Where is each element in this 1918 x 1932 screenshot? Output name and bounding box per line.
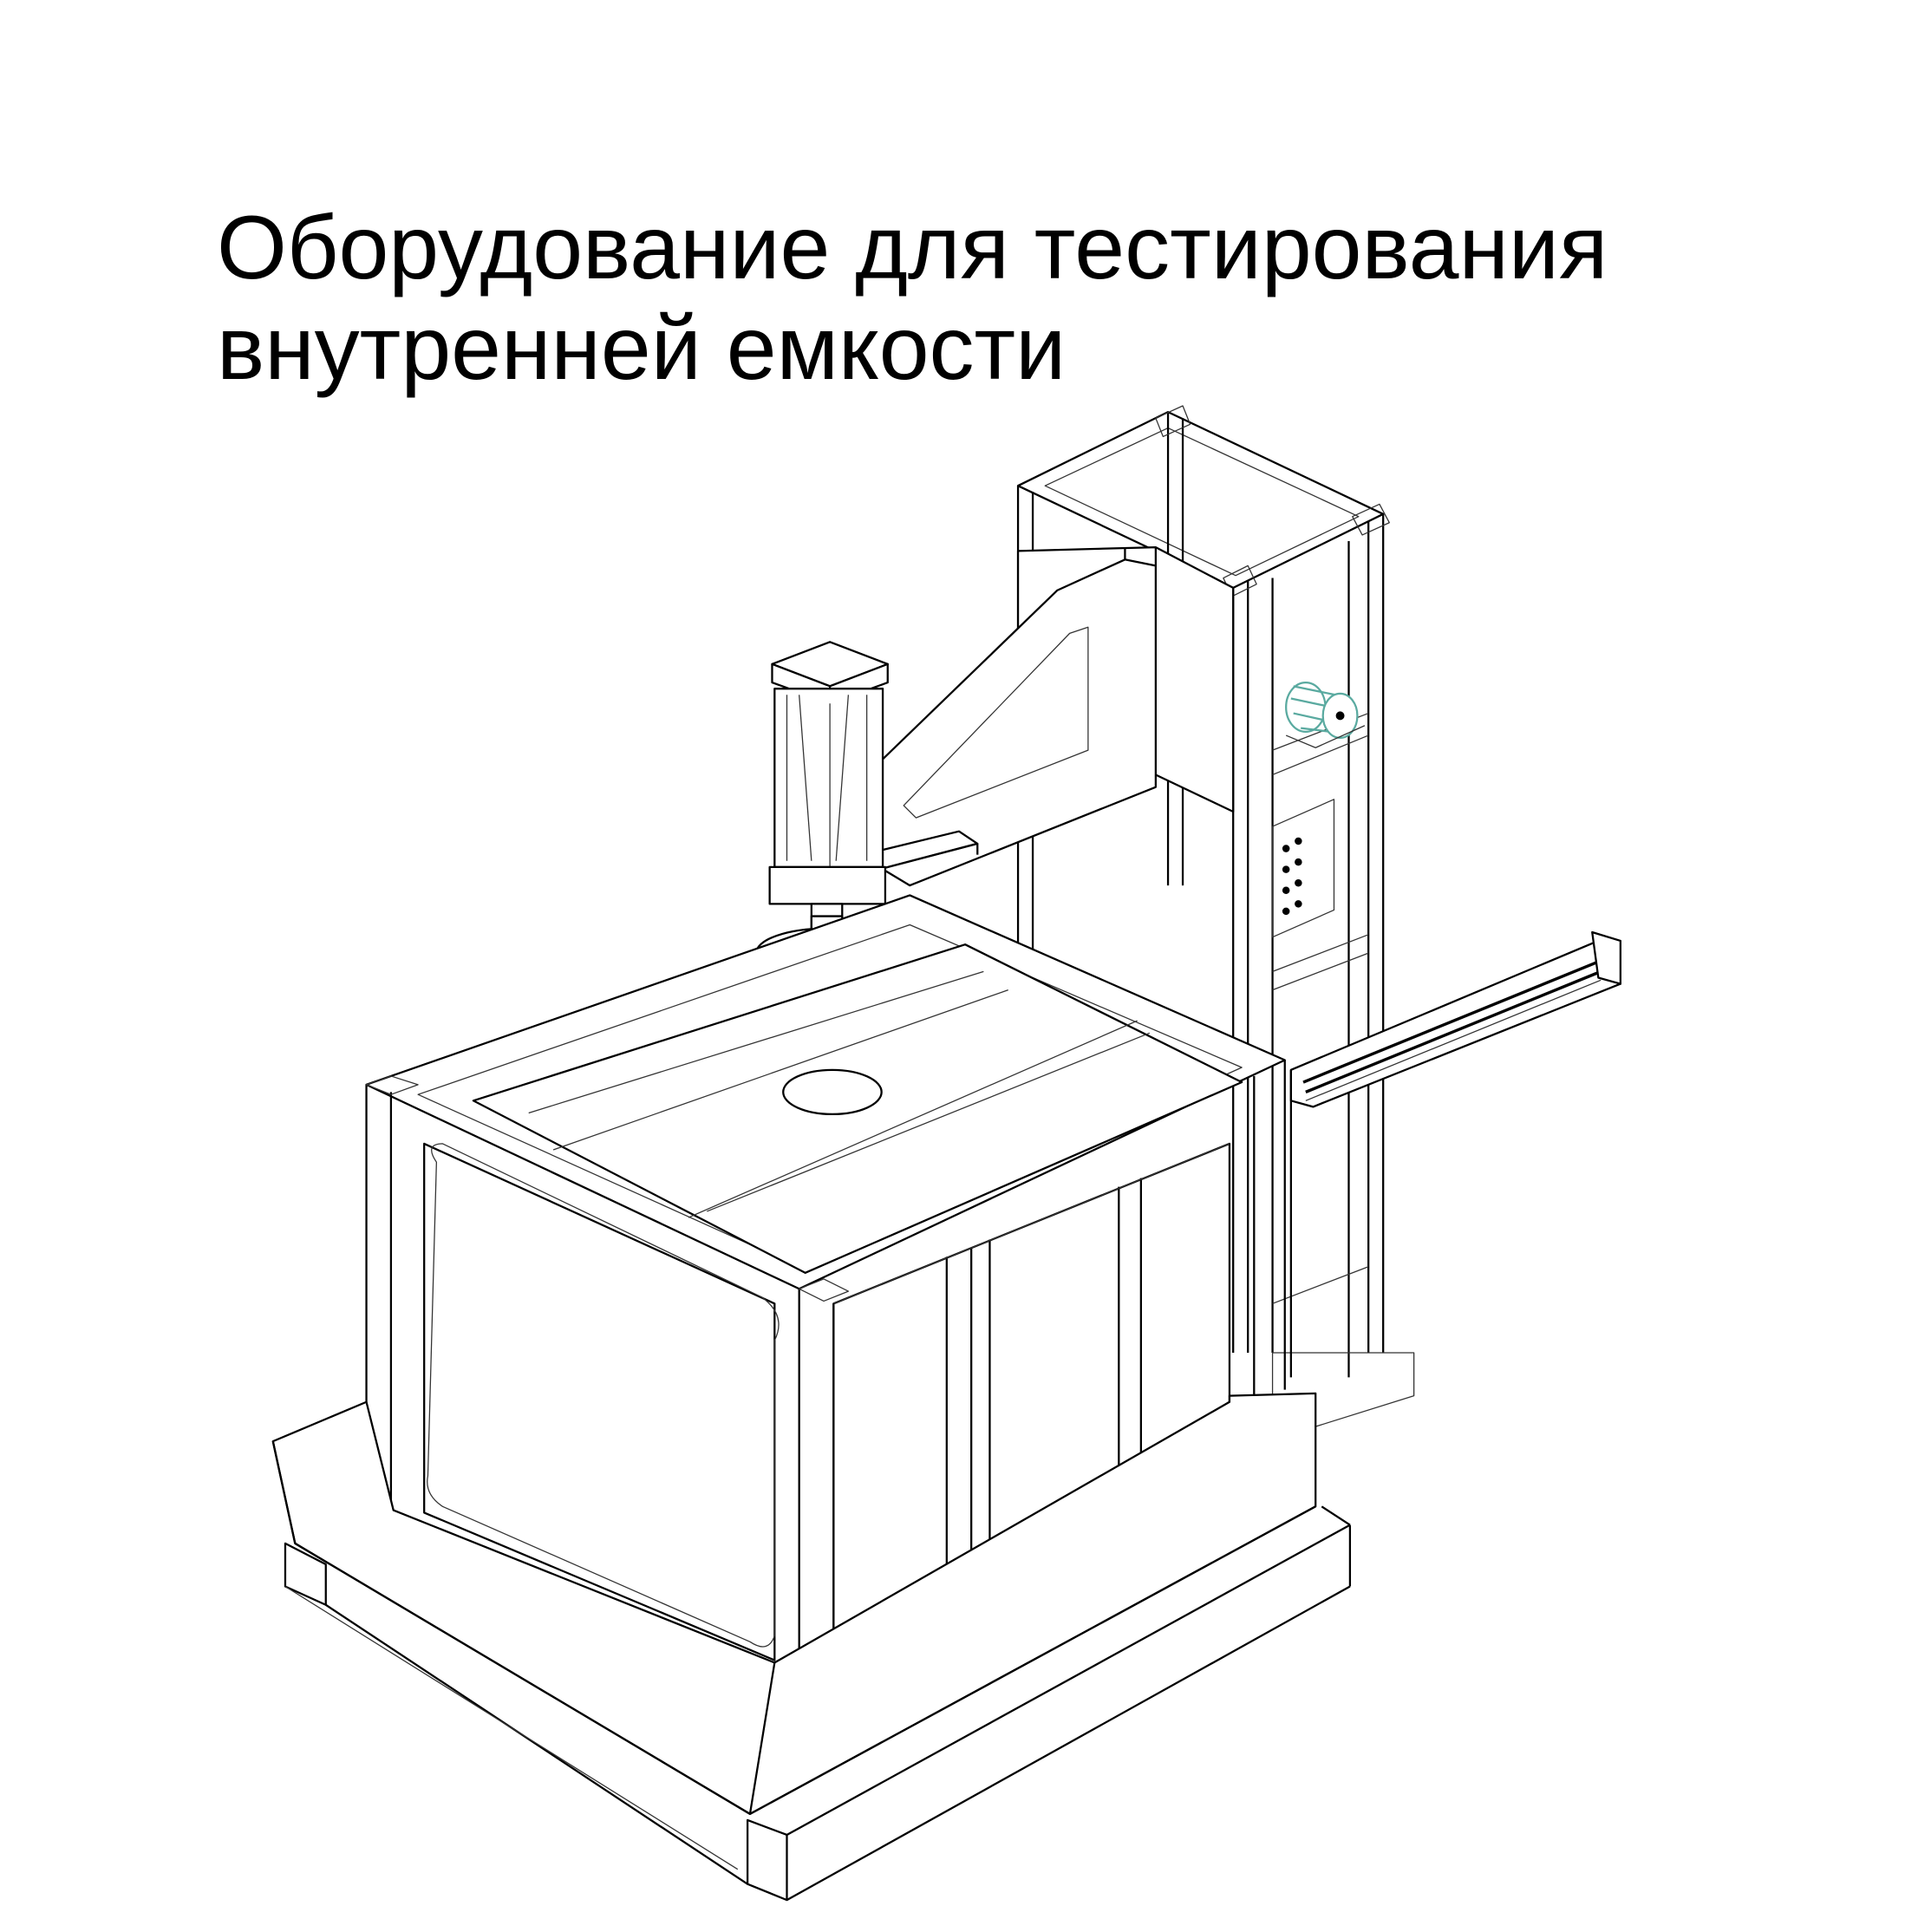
press-cylinder: [768, 641, 889, 961]
motor-roller: [1285, 681, 1366, 748]
page-title: Оборудование для тестирования внутренней…: [217, 198, 1608, 399]
tank-top-opening: [782, 1068, 883, 1116]
horizontal-linear-rail: [1289, 930, 1621, 1378]
control-buttons: [1282, 837, 1302, 916]
inner-tank: [423, 1142, 1231, 1661]
base-pallet: [271, 1392, 1352, 1902]
tank-housing-frame: [365, 894, 1286, 1673]
title-line-1: Оборудование для тестирования: [217, 198, 1608, 298]
control-panel: [1271, 799, 1335, 938]
title-line-2: внутренней емкости: [217, 298, 1067, 399]
